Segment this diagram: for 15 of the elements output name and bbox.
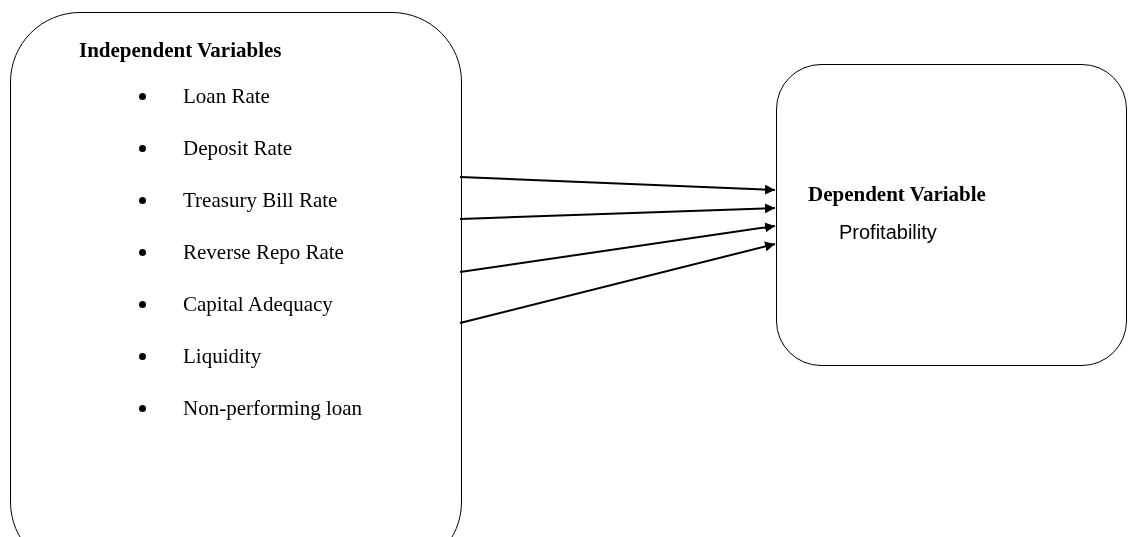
list-item: Non-performing loan	[183, 394, 363, 422]
list-item: Capital Adequacy	[183, 290, 333, 318]
heading: Dependent Variable	[808, 181, 986, 208]
rounded-box	[776, 64, 1127, 366]
list-item: Liquidity	[183, 342, 262, 370]
arrow	[459, 241, 776, 324]
list-item: Reverse Repo Rate	[183, 238, 344, 266]
heading: Independent Variables	[79, 37, 282, 64]
list-item: Loan Rate	[183, 82, 270, 110]
arrow	[459, 222, 776, 273]
list-item: Treasury Bill Rate	[183, 186, 338, 214]
body-text: Profitability	[839, 219, 937, 245]
list-item: Deposit Rate	[183, 134, 293, 162]
arrow	[459, 203, 776, 220]
arrow	[459, 176, 776, 195]
